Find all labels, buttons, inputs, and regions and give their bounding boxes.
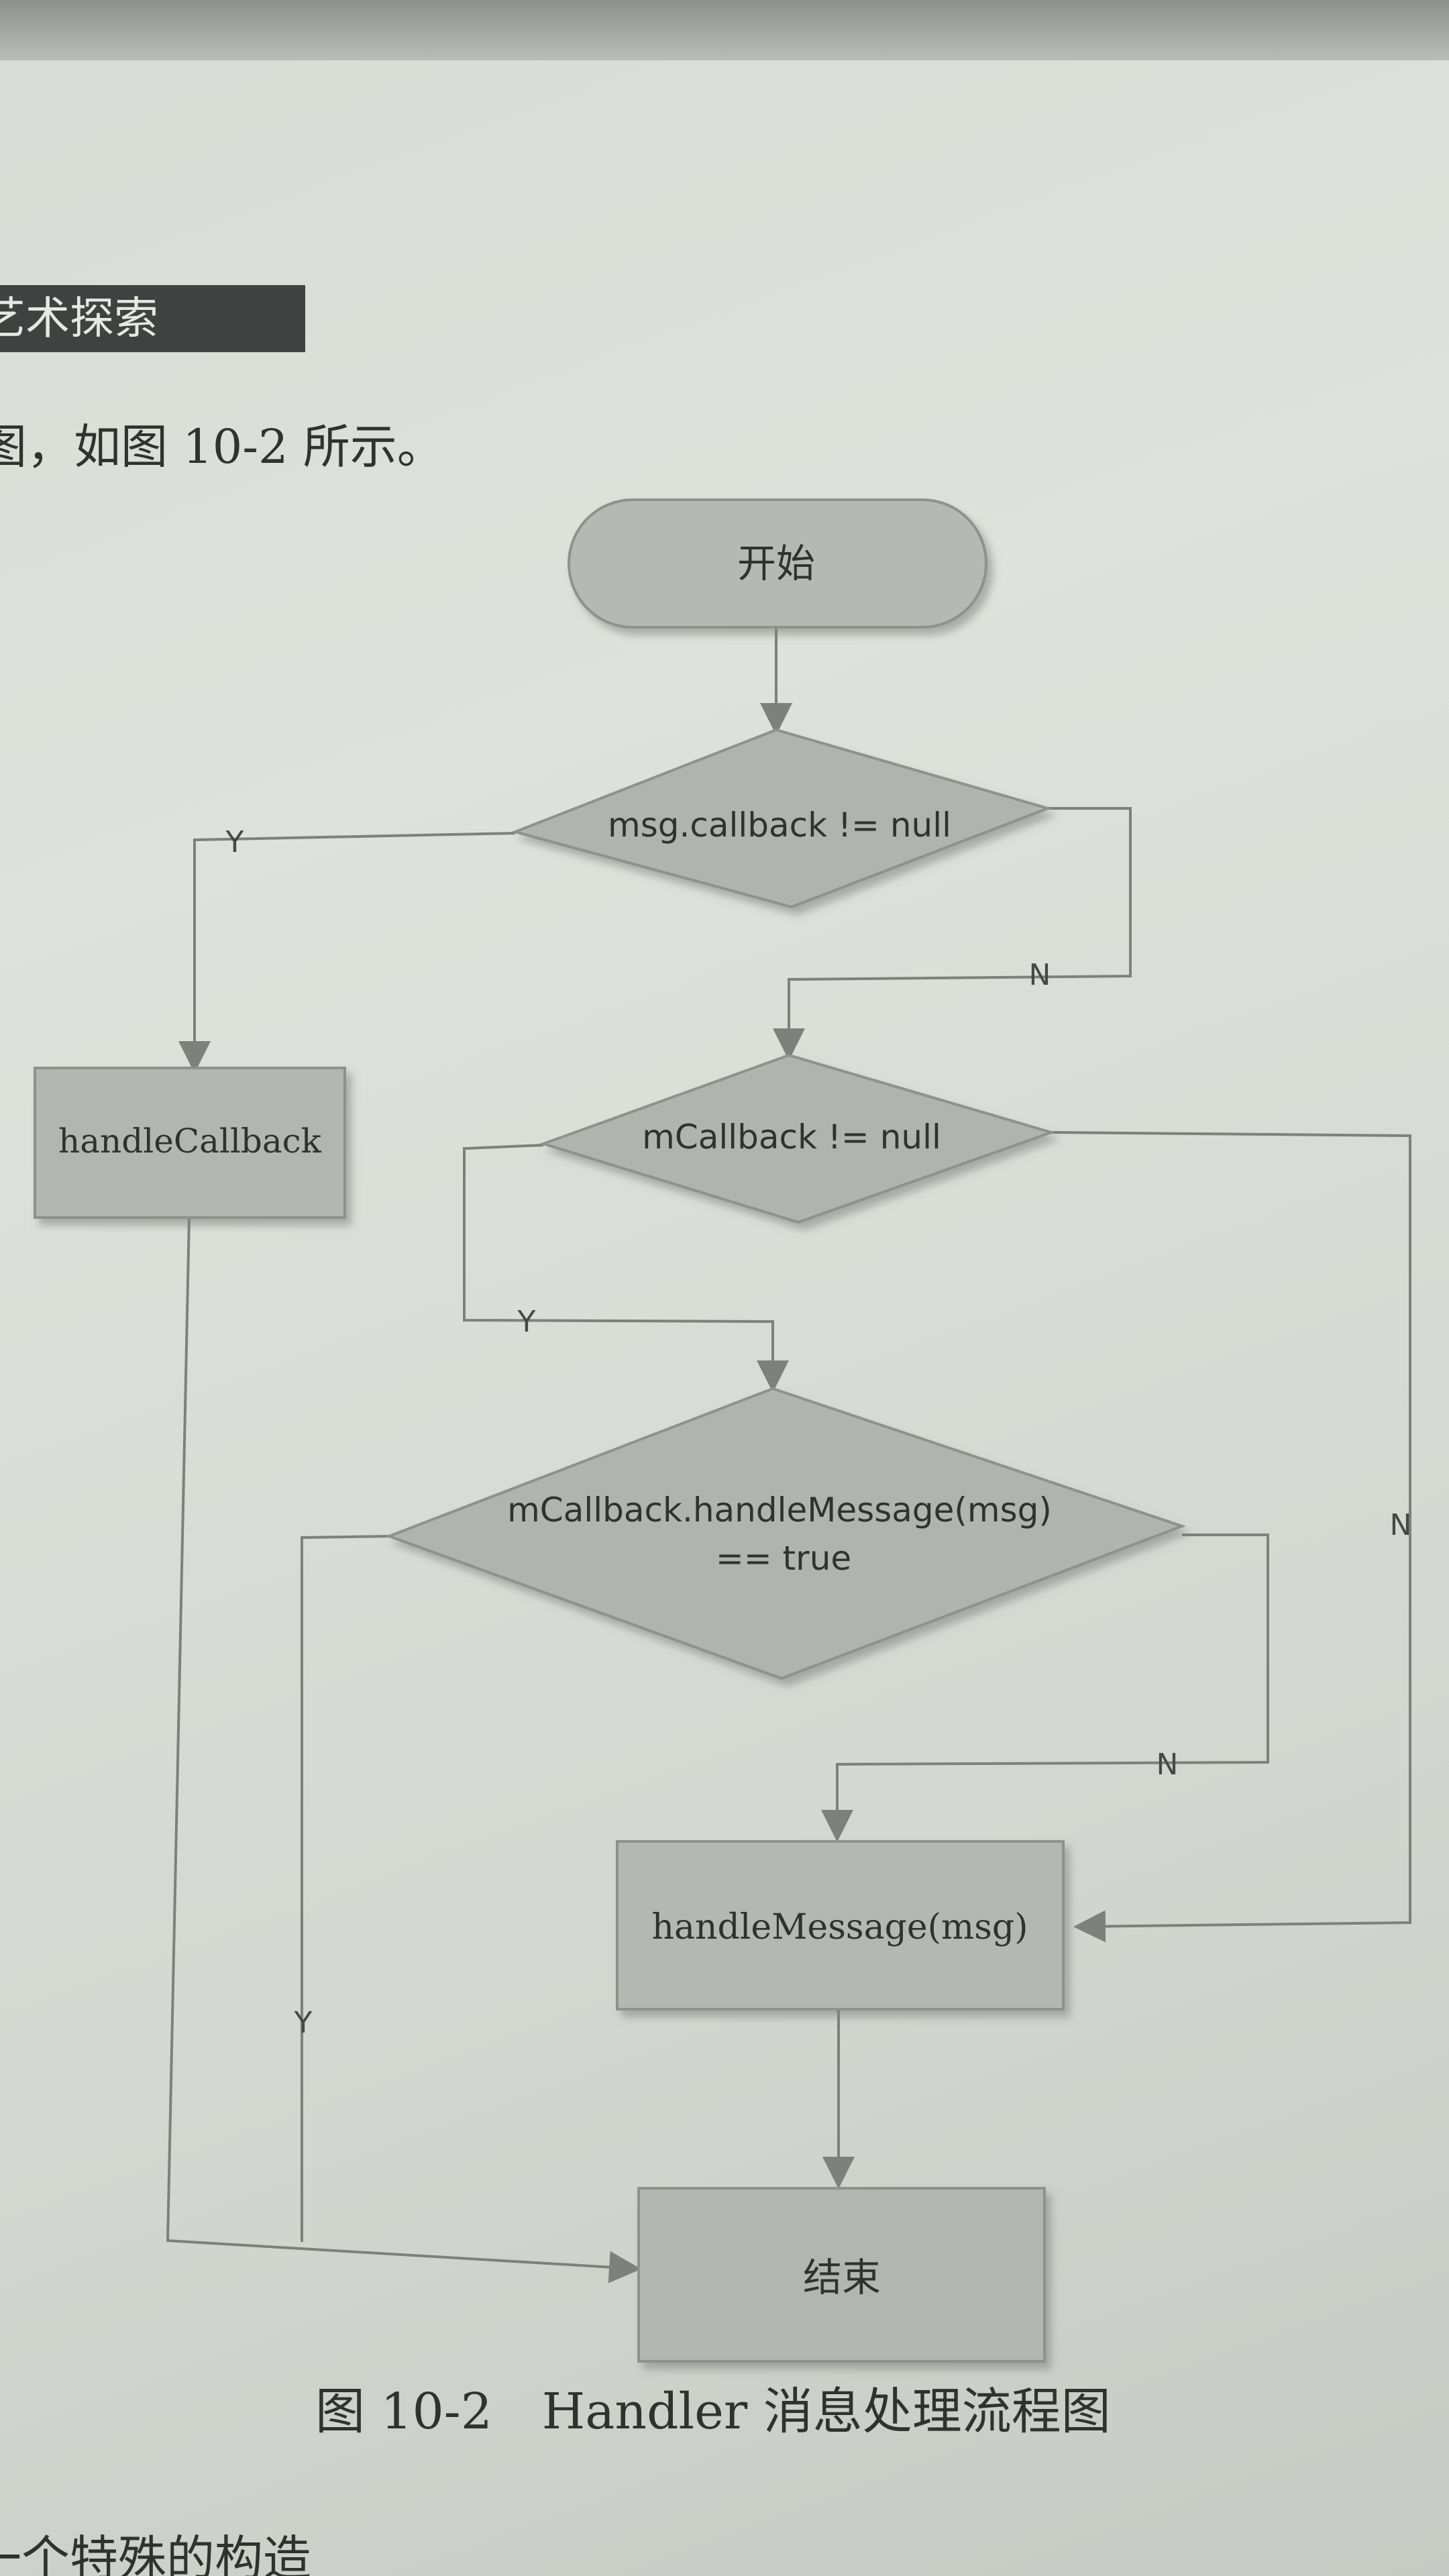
node-handle-callback: handleCallback (34, 1067, 346, 1219)
figure-caption: 图 10-2 Handler 消息处理流程图 (315, 2383, 1111, 2440)
edge-label-mcallback-no: N (1390, 1508, 1412, 1542)
node-decision-handle-message-line1: mCallback.handleMessage(msg) (507, 1491, 1052, 1529)
edge-label-msg-callback-no: N (1029, 958, 1051, 992)
node-handle-callback-label: handleCallback (58, 1122, 322, 1161)
node-start-label: 开始 (737, 541, 815, 586)
page-top-shadow (0, 0, 1449, 60)
edge-handlecallback-to-end (166, 1217, 641, 2284)
edge-label-handle-true-no: N (1157, 1748, 1179, 1782)
node-decision-handle-message: mCallback.handleMessage(msg) == true (385, 1387, 1186, 1680)
node-decision-mcallback-label: mCallback != null (642, 1118, 941, 1157)
edge-label-msg-callback-yes: Y (225, 825, 244, 859)
node-end-label: 结束 (803, 2255, 881, 2300)
chapter-header-text: 艺术探索 (0, 292, 158, 344)
node-decision-mcallback: mCallback != null (539, 1053, 1056, 1224)
edge-decision2-yes (463, 1144, 789, 1393)
node-decision-handle-message-line2: == true (716, 1539, 851, 1578)
edge-decision1-yes (178, 832, 516, 1073)
node-decision-msg-callback-label: msg.callback != null (608, 806, 951, 845)
next-paragraph-fragment: 一个特殊的构造 (0, 2530, 312, 2576)
chapter-header-bar: 艺术探索 (0, 285, 305, 352)
edge-decision3-yes (301, 1535, 390, 2242)
node-decision-msg-callback: msg.callback != null (511, 728, 1053, 909)
node-handle-message: handleMessage(msg) (616, 1840, 1065, 2010)
node-start: 开始 (568, 498, 987, 629)
node-end: 结束 (637, 2187, 1046, 2363)
edge-decision3-no (821, 1534, 1269, 1842)
node-handle-message-label: handleMessage(msg) (652, 1907, 1028, 1947)
edge-label-mcallback-yes: Y (517, 1305, 536, 1339)
intro-sentence: 图，如图 10-2 所示。 (0, 419, 444, 474)
edge-decision2-no (1051, 1131, 1411, 1943)
edge-label-handle-true-yes: Y (294, 2006, 313, 2040)
edge-decision1-no (773, 807, 1132, 1061)
